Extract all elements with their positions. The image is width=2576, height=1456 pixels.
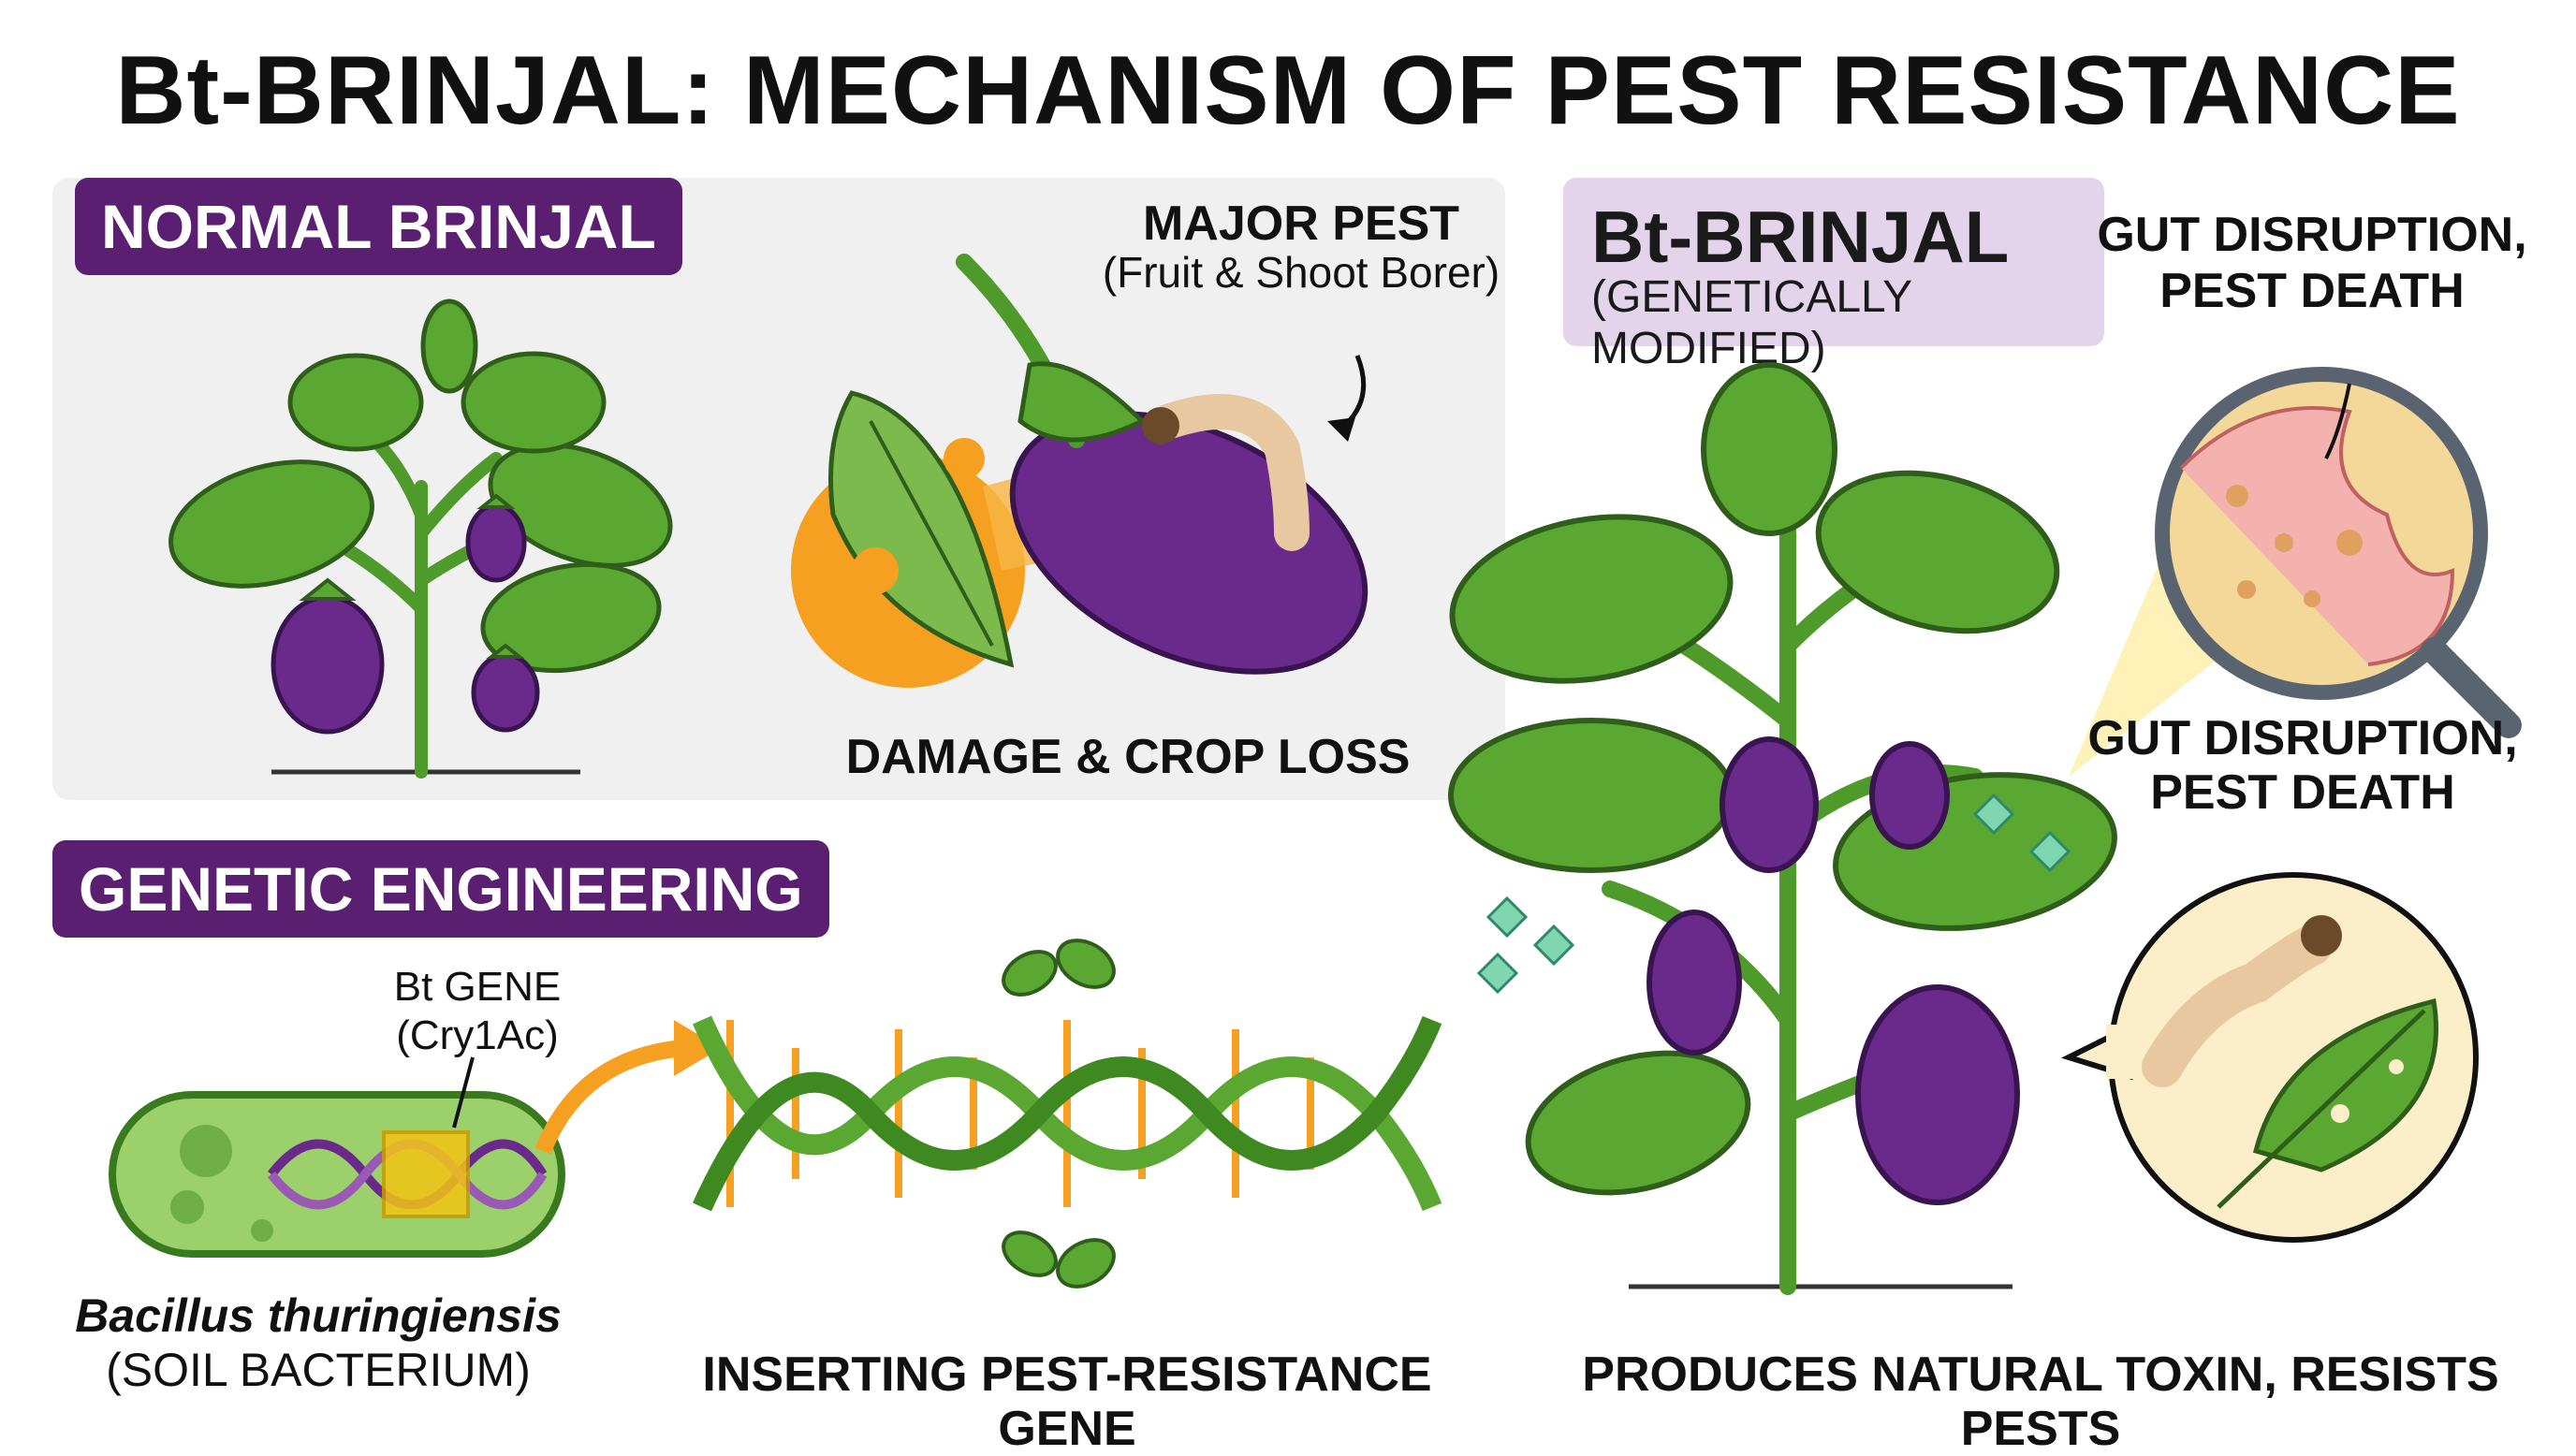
gut-label-top-line1: GUT DISRUPTION, [2097,208,2527,262]
bt-leaf [1448,718,1734,873]
bacterium-cell [109,1091,565,1258]
bt-brinjal-heading-box: Bt-BRINJAL (GENETICALLY MODIFIED) [1563,178,2104,373]
normal-brinjal-plant [168,298,673,779]
damage-label: DAMAGE & CROP LOSS [845,730,1411,784]
gut-magnifier [2069,367,2522,777]
bt-gene-label-line2: (Cry1Ac) [396,1012,559,1058]
fruit-borer-larva [1152,394,1310,551]
page-title: Bt-BRINJAL: MECHANISM OF PEST RESISTANCE [115,36,2461,145]
dna-helix-with-leaves [692,939,1442,1289]
pest-damage-illustration [791,254,1368,688]
bt-eggplant-fruit [1855,984,2020,1205]
magnifier-handle [2421,637,2522,738]
pest-label-line1: MAJOR PEST [1142,197,1460,251]
gut-label-top-line2: PEST DEATH [2159,264,2465,318]
bt-gene-highlight [382,1130,470,1218]
dna-strand-b [692,1015,1442,1212]
bt-gene-label-line1: Bt GENE [393,964,562,1010]
bt-brinjal-heading: Bt-BRINJAL [1591,196,2010,278]
normal-brinjal-heading: NORMAL BRINJAL [75,178,682,275]
bacterium-type: (SOIL BACTERIUM) [106,1344,531,1396]
pest-label-line2: (Fruit & Shoot Borer) [1102,248,1500,297]
bt-brinjal-subheading: (GENETICALLY MODIFIED) [1591,272,1912,373]
genetic-engineering-heading: GENETIC ENGINEERING [52,840,829,938]
resisted-pest-bubble [2060,872,2479,1243]
gut-label-mid-line1: GUT DISRUPTION, [2087,711,2518,765]
dead-larva [2142,925,2333,1087]
toxin-label: PRODUCES NATURAL TOXIN, RESISTS PESTS [1582,1347,2499,1456]
eggplant-fruit [271,594,385,735]
bacterium-name: Bacillus thuringiensis [75,1289,562,1342]
bt-toxin-crystals [1476,793,2071,995]
bacterium-illustration [109,1020,721,1258]
insert-gene-label: INSERTING PEST-RESISTANCE GENE [702,1347,1432,1456]
gene-transfer-arrow [534,1040,684,1155]
gut-label-mid-line2: PEST DEATH [2150,765,2455,820]
bt-brinjal-plant [1448,362,2117,1295]
